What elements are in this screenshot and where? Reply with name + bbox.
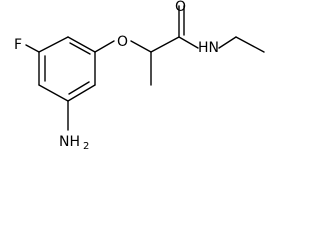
bond-ring-to-fluorine (25, 44, 40, 53)
amino-group-label: NH 2 (59, 134, 89, 152)
bonds (25, 5, 265, 131)
amino-label-main: NH (59, 134, 80, 150)
bond-nitrogen-to-ethyl (218, 36, 237, 49)
carbonyl-oxygen-label: O (175, 0, 186, 15)
structure-diagram: F O HN O NH 2 (14, 0, 265, 152)
bond-alpha-to-carbonyl (150, 36, 180, 53)
bond-ring-to-ether-oxygen (94, 40, 115, 53)
fluorine-label: F (14, 37, 22, 53)
bond-carbonyl-to-nitrogen (178, 36, 199, 49)
bond-ring-double-2 (68, 81, 90, 95)
amino-label-subscript: 2 (83, 141, 89, 152)
bond-ring-c3-c4 (67, 84, 96, 102)
bond-ring-c4-c5 (38, 84, 69, 102)
amide-nitrogen-label: HN (198, 40, 219, 56)
ether-oxygen-label: O (117, 34, 128, 50)
bond-ring-double-1 (69, 42, 91, 55)
bond-ethyl-ch2-ch3 (235, 36, 265, 53)
bond-oxygen-to-alpha-carbon (130, 40, 152, 53)
bond-ring-c1-c2 (67, 36, 96, 53)
bond-ring-c6-c1 (38, 36, 69, 53)
